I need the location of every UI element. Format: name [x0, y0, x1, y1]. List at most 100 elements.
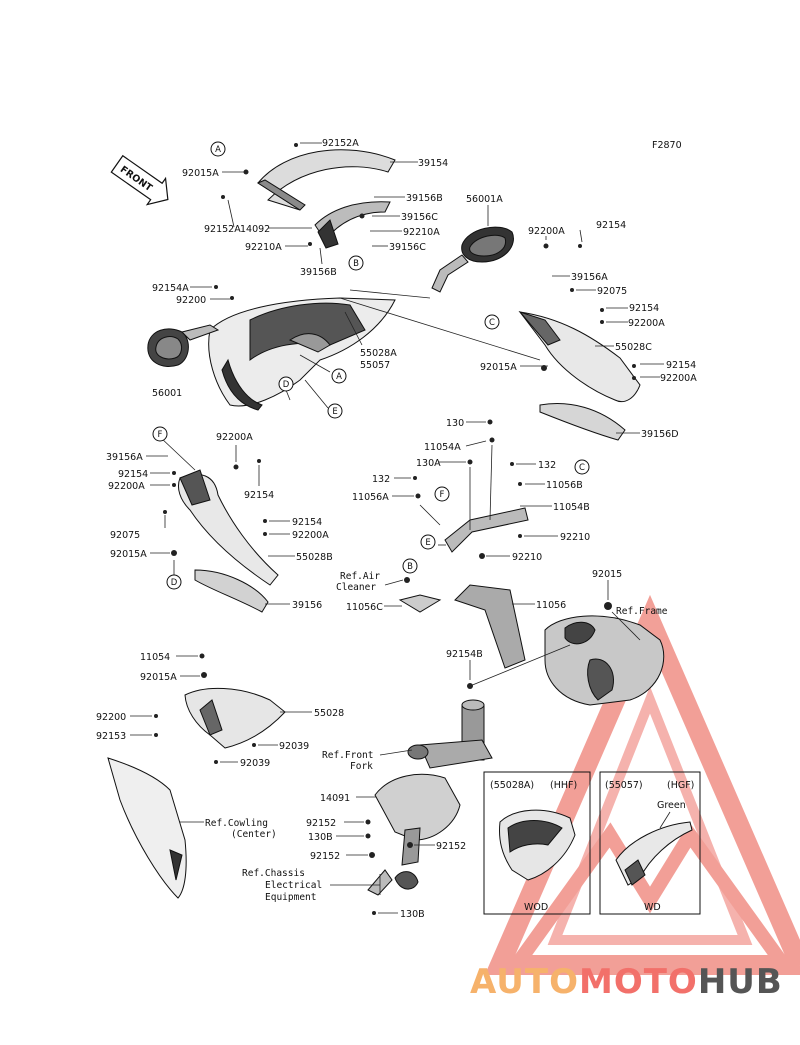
label-132-2: 132 [538, 460, 556, 471]
label-92200: 92200 [176, 295, 206, 306]
mirror-56001a [431, 226, 514, 293]
svg-text:B: B [353, 259, 359, 269]
label-ref-front-fork-2: Fork [350, 761, 373, 772]
label-ref-air-cleaner-1: Ref.Air [340, 571, 380, 582]
label-11056c: 11056C [346, 602, 383, 613]
front-direction-arrow: FRONT [110, 154, 169, 206]
label-92154-3: 92154 [666, 360, 696, 371]
label-92154b: 92154B [446, 649, 483, 660]
label-55057: 55057 [360, 360, 390, 371]
svg-text:(55028A): (55028A) [490, 780, 534, 791]
leader-lines [130, 142, 664, 914]
svg-text:WD: WD [644, 902, 661, 913]
label-130a: 130A [416, 458, 441, 469]
label-92210a-2: 92210A [245, 242, 282, 253]
label-92154-5: 92154 [244, 490, 274, 501]
label-92200a-1: 92200A [528, 226, 565, 237]
label-92200-2: 92200 [96, 712, 126, 723]
svg-text:C: C [579, 463, 585, 473]
svg-text:(HGF): (HGF) [667, 780, 694, 791]
label-92200a-6: 92200A [292, 530, 329, 541]
label-39156d: 39156D [641, 429, 679, 440]
label-39154: 39154 [418, 158, 448, 169]
label-92152-3: 92152 [436, 841, 466, 852]
svg-text:C: C [489, 318, 495, 328]
watermark-text: AUTOMOTOHUB [470, 962, 782, 1002]
label-92154-2: 92154 [629, 303, 659, 314]
side-cowl-55028b [177, 469, 279, 586]
mirror-56001 [147, 324, 220, 367]
label-130b-1: 130B [308, 832, 333, 843]
label-92200a-4: 92200A [216, 432, 253, 443]
inset-55028a-hhf: (55028A) (HHF) WOD [483, 771, 591, 915]
steering-stem [407, 699, 493, 769]
label-55028b: 55028B [296, 552, 333, 563]
svg-text:F: F [440, 490, 445, 500]
label-ref-cowling-1: Ref.Cowling [205, 818, 268, 829]
label-39156a-2: 39156A [106, 452, 143, 463]
callout-a-cowl: A [331, 368, 347, 384]
label-11054a: 11054A [424, 442, 461, 453]
label-92200a-5: 92200A [108, 481, 145, 492]
svg-text:D: D [171, 578, 178, 588]
label-92153: 92153 [96, 731, 126, 742]
label-92152-1: 92152 [306, 818, 336, 829]
center-cowling [107, 757, 187, 899]
callout-a-top: A [210, 141, 226, 157]
label-11054: 11054 [140, 652, 170, 663]
callout-f-bracket: F [434, 486, 450, 502]
label-92152a-2: 92152A [204, 224, 241, 235]
label-92200a-3: 92200A [660, 373, 697, 384]
label-92152a-top: 92152A [322, 138, 359, 149]
label-ref-cowling-2: (Center) [231, 829, 277, 840]
label-39156c-1: 39156C [401, 212, 438, 223]
part-labels: 92152A 39154 92015A 39156B 39156C 14092 … [96, 138, 697, 920]
svg-text:WOD: WOD [524, 902, 548, 913]
label-39156b-1: 39156B [406, 193, 443, 204]
label-39156a-1: 39156A [571, 272, 608, 283]
svg-text:D: D [283, 380, 290, 390]
label-92154a: 92154A [152, 283, 189, 294]
callout-b-bracket: B [402, 558, 418, 574]
label-39156c-2: 39156C [389, 242, 426, 253]
svg-text:F: F [158, 430, 163, 440]
callout-e-cowl: E [327, 403, 343, 419]
label-92015: 92015 [592, 569, 622, 580]
svg-text:Green: Green [657, 800, 686, 811]
callout-e-bracket: E [420, 534, 436, 550]
label-92210-1: 92210 [560, 532, 590, 543]
label-92210-2: 92210 [512, 552, 542, 563]
label-11056b: 11056B [546, 480, 583, 491]
callout-c-bracket: C [574, 459, 590, 475]
label-132-1: 132 [372, 474, 390, 485]
label-130b-2: 130B [400, 909, 425, 920]
label-92154-1: 92154 [596, 220, 626, 231]
label-ref-front-fork-1: Ref.Front [322, 750, 373, 761]
callout-d-left: D [166, 574, 182, 590]
label-130-1: 130 [446, 418, 464, 429]
label-ref-frame: Ref.Frame [616, 606, 668, 617]
svg-text:A: A [215, 145, 221, 155]
svg-text:(55057): (55057) [605, 780, 643, 791]
label-92039-2: 92039 [240, 758, 270, 769]
upper-cowl-55028a [208, 297, 396, 411]
inset-55057-hgf: (55057) (HGF) Green WD [599, 771, 701, 915]
label-92154-6: 92154 [292, 517, 322, 528]
label-92075-1: 92075 [597, 286, 627, 297]
meter-bracket-14091 [367, 773, 461, 896]
svg-text:B: B [407, 562, 413, 572]
svg-text:(HHF): (HHF) [550, 780, 577, 791]
label-92015a-3: 92015A [110, 549, 147, 560]
label-ref-chassis-1: Ref.Chassis [242, 868, 305, 879]
label-92154-4: 92154 [118, 469, 148, 480]
label-56001a: 56001A [466, 194, 503, 205]
callout-d-cowl: D [278, 376, 294, 392]
watermark-auto: AUTO [470, 962, 579, 1002]
watermark-moto: MOTO [579, 962, 698, 1002]
label-92015a-4: 92015A [140, 672, 177, 683]
label-14091: 14091 [320, 793, 350, 804]
label-92015a-2: 92015A [480, 362, 517, 373]
label-92039-1: 92039 [279, 741, 309, 752]
fasteners [154, 143, 636, 915]
